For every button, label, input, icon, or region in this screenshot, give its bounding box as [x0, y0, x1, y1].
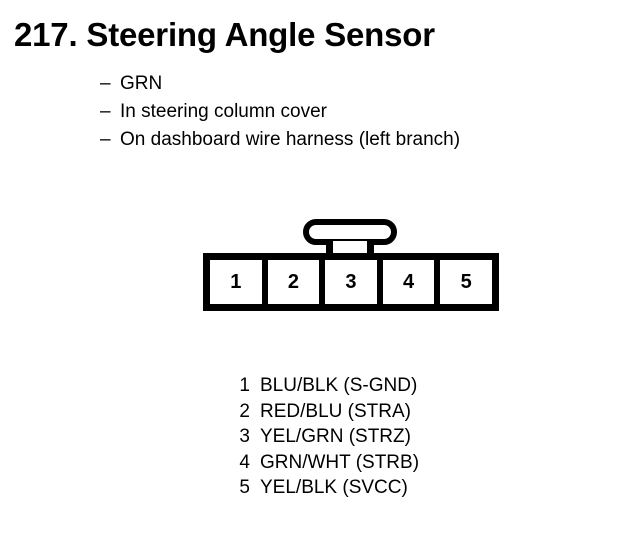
note-item: – In steering column cover [100, 98, 460, 126]
legend-pin-number: 2 [239, 400, 250, 422]
connector-body: 1 2 3 4 5 [203, 253, 499, 311]
note-text: In steering column cover [120, 101, 327, 122]
note-text: GRN [120, 73, 163, 94]
legend-row: 5 YEL/BLK (SVCC) [236, 475, 419, 501]
connector-pin-cell: 1 [210, 260, 262, 304]
legend-pin-description: RED/BLU (STRA) [260, 400, 411, 422]
legend-row: 3 YEL/GRN (STRZ) [236, 424, 419, 450]
legend-pin-number: 4 [239, 451, 250, 473]
note-text: On dashboard wire harness (left branch) [120, 129, 461, 150]
connector-pin-cell: 2 [267, 260, 320, 304]
legend-pin-description: BLU/BLK (S-GND) [260, 375, 418, 396]
connector-pin-cell: 5 [440, 260, 492, 304]
page-title: 217. Steering Angle Sensor [14, 16, 435, 53]
note-dash-icon: – [100, 101, 111, 122]
connector-pin-cell: 3 [325, 260, 377, 304]
note-dash-icon: – [100, 129, 111, 150]
connector-diagram: 1 2 3 4 5 [203, 219, 499, 311]
legend-pin-number: 1 [239, 375, 250, 396]
connector-latch-neck [333, 241, 367, 255]
legend-pin-description: GRN/WHT (STRB) [260, 451, 420, 473]
legend-row: 2 RED/BLU (STRA) [236, 399, 419, 425]
connector-latch-leg-left [326, 241, 333, 255]
pin-legend: 1 BLU/BLK (S-GND) 2 RED/BLU (STRA) 3 YEL… [236, 373, 419, 501]
legend-pin-description: YEL/GRN (STRZ) [260, 426, 411, 447]
legend-row: 4 GRN/WHT (STRB) [236, 450, 419, 476]
legend-pin-number: 3 [239, 426, 250, 447]
notes-list: – GRN – In steering column cover – On da… [100, 70, 460, 154]
note-item: – GRN [100, 70, 460, 98]
connector-pin-cell: 4 [382, 260, 435, 304]
note-item: – On dashboard wire harness (left branch… [100, 126, 460, 154]
legend-pin-number: 5 [239, 477, 250, 498]
note-dash-icon: – [100, 73, 111, 94]
connector-latch-leg-right [367, 241, 374, 255]
legend-pin-description: YEL/BLK (SVCC) [260, 477, 408, 498]
legend-row: 1 BLU/BLK (S-GND) [236, 373, 419, 399]
